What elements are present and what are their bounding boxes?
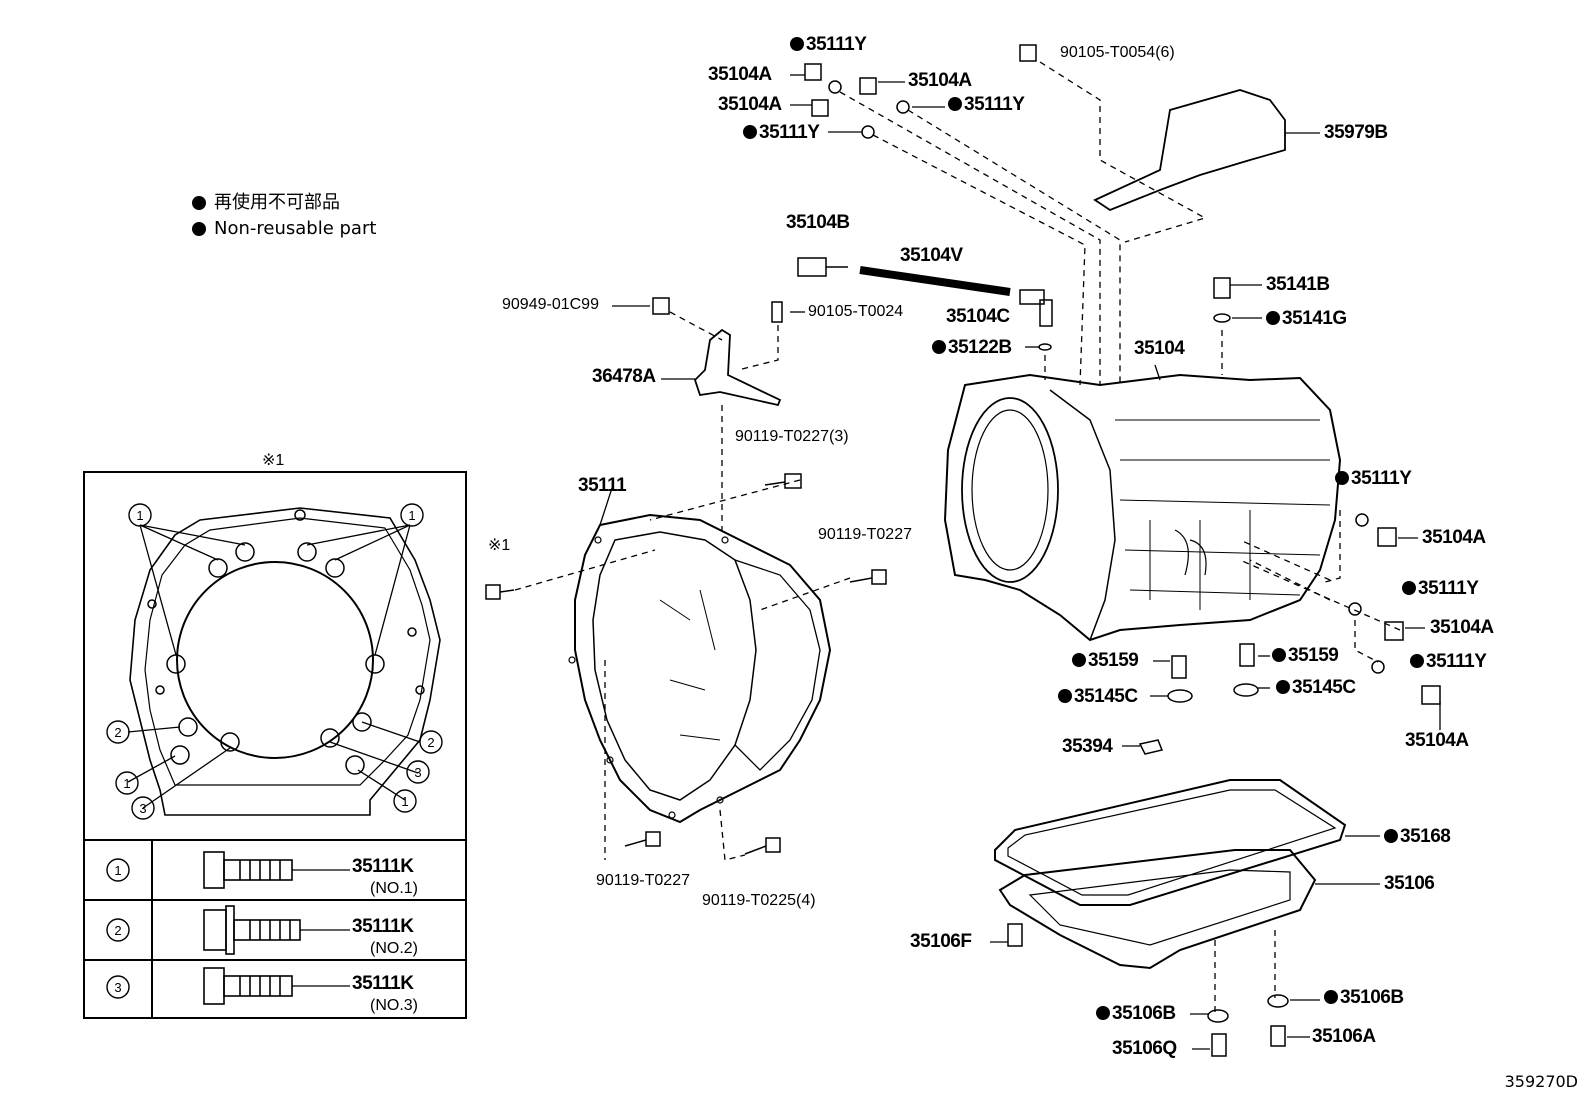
svg-text:1: 1 (114, 863, 121, 878)
part-label-l8[interactable]: 35979B (1324, 122, 1388, 143)
part-label-l9[interactable]: 35104B (786, 212, 850, 233)
svg-text:1: 1 (408, 508, 415, 523)
part-label-l31[interactable]: 35145C (1058, 686, 1138, 708)
part-label-l29[interactable]: 35159 (1072, 650, 1139, 672)
inset-bolt-holes (147, 509, 425, 775)
part-label-l18[interactable]: 36478A (592, 366, 656, 387)
small-parts (485, 44, 1441, 1057)
svg-text:1: 1 (123, 776, 130, 791)
assembly-lines (514, 61, 1401, 1012)
part-label-l15[interactable]: 35141G (1266, 308, 1347, 330)
part-label-l37[interactable]: 35106B (1096, 1003, 1176, 1025)
part-label-l28[interactable]: 35104A (1405, 730, 1469, 751)
inset-box (83, 471, 467, 1019)
part-label-l13[interactable]: 35104C (946, 306, 1010, 327)
part-label-l27[interactable]: 35111Y (1410, 651, 1487, 673)
part-label-l25[interactable]: 35111Y (1402, 578, 1479, 600)
part-label-l30[interactable]: 35159 (1272, 645, 1339, 667)
svg-text:2: 2 (427, 735, 434, 750)
part-label-l3[interactable]: 35104A (908, 70, 972, 91)
part-label-l24[interactable]: 35104A (1422, 527, 1486, 548)
part-label-l10[interactable]: 35104V (900, 245, 963, 266)
part-label-l41[interactable]: 90119-T0227 (596, 872, 690, 889)
legend-jp: 再使用不可部品 (214, 192, 340, 213)
legend: 再使用不可部品 Non-reusable part (192, 190, 376, 242)
part-label-l21[interactable]: ※1 (488, 537, 511, 554)
leader-lines (599, 74, 1441, 1050)
inset-sub-no2: (NO.2) (370, 940, 418, 957)
oil-pan-drawing (994, 779, 1347, 970)
part-label-l1[interactable]: 35111Y (790, 34, 867, 56)
part-label-l34[interactable]: 35168 (1384, 826, 1451, 848)
part-label-l36[interactable]: 35106F (910, 931, 972, 952)
svg-text:1: 1 (136, 508, 143, 523)
svg-text:2: 2 (114, 923, 121, 938)
part-label-l5[interactable]: 35111Y (948, 94, 1025, 116)
part-label-l4[interactable]: 35104A (718, 94, 782, 115)
part-label-l19[interactable]: 90119-T0227(3) (735, 428, 849, 445)
part-label-l6[interactable]: 35111Y (743, 122, 820, 144)
part-label-l38[interactable]: 35106B (1324, 987, 1404, 1009)
part-label-l26[interactable]: 35104A (1430, 617, 1494, 638)
part-label-l12[interactable]: 90105-T0024 (808, 303, 904, 320)
part-label-l33[interactable]: 35394 (1062, 736, 1113, 757)
inset-part-no3: 35111K (352, 973, 414, 994)
part-label-l11[interactable]: 90949-01C99 (502, 296, 599, 313)
part-label-l40[interactable]: 35106Q (1112, 1038, 1177, 1059)
protector-drawing (1093, 89, 1286, 212)
converter-housing-drawing (568, 513, 832, 824)
svg-text:3: 3 (114, 980, 121, 995)
bolt-icon-no2 (203, 905, 350, 955)
svg-text:3: 3 (414, 765, 421, 780)
part-label-l16[interactable]: 35122B (932, 337, 1012, 359)
svg-text:2: 2 (114, 725, 121, 740)
inset-sub-no3: (NO.3) (370, 997, 418, 1014)
part-label-l39[interactable]: 35106A (1312, 1026, 1376, 1047)
part-label-l7[interactable]: 90105-T0054(6) (1060, 44, 1175, 61)
inset-part-no1: 35111K (352, 856, 414, 877)
part-label-l14[interactable]: 35141B (1266, 274, 1330, 295)
part-label-l22[interactable]: 90119-T0227 (818, 526, 912, 543)
legend-en: Non-reusable part (214, 218, 377, 239)
part-label-l23[interactable]: 35111Y (1335, 468, 1412, 490)
bolt-icon-no1 (203, 851, 350, 889)
non-reusable-dot-icon (192, 196, 206, 210)
part-label-l20[interactable]: 35111 (578, 475, 627, 496)
transmission-case-drawing (943, 373, 1342, 642)
part-label-l32[interactable]: 35145C (1276, 677, 1356, 699)
drawing-code: 359270D (1504, 1072, 1578, 1091)
svg-text:1: 1 (401, 794, 408, 809)
bolt-icon-no3 (203, 967, 350, 1005)
inset-title: ※1 (262, 452, 285, 469)
bracket-drawing (693, 328, 782, 407)
non-reusable-dot-icon (192, 222, 206, 236)
inset-sub-no1: (NO.1) (370, 880, 418, 897)
part-label-l2[interactable]: 35104A (708, 64, 772, 85)
inset-callout-circles (106, 503, 443, 999)
part-label-l42[interactable]: 90119-T0225(4) (702, 892, 816, 909)
inset-part-no2: 35111K (352, 916, 414, 937)
part-label-l17[interactable]: 35104 (1134, 338, 1185, 359)
svg-text:3: 3 (139, 801, 146, 816)
part-label-l35[interactable]: 35106 (1384, 873, 1435, 894)
